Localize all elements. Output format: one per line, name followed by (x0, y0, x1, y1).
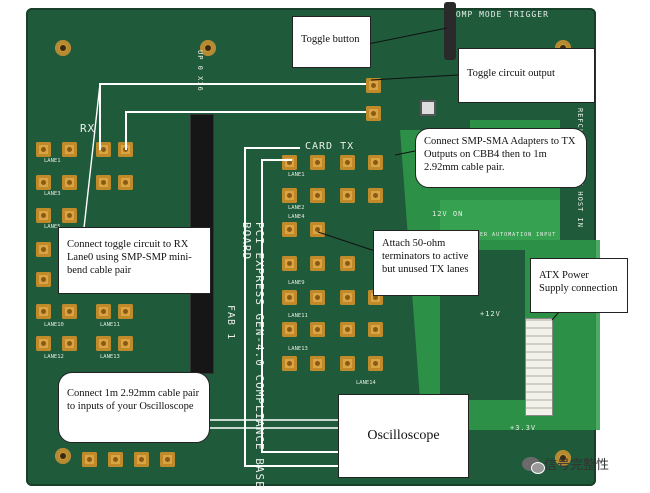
smp-connector (62, 142, 77, 157)
smp-connector (62, 175, 77, 190)
tx-lane-label: LANE14 (356, 380, 376, 386)
smp-connector (36, 272, 51, 287)
mounting-hole (555, 450, 571, 466)
smp-connector (310, 188, 325, 203)
smp-connector (36, 304, 51, 319)
smp-connector (368, 356, 383, 371)
tx-lane-label: LANE4 (288, 214, 305, 220)
callout-atx-power: ATX Power Supply connection (530, 258, 628, 313)
smp-connector (96, 175, 111, 190)
smp-connector (340, 322, 355, 337)
tx-lane-label: LANE9 (288, 280, 305, 286)
silk-12v-on: 12V ON (432, 210, 464, 218)
smp-connector (310, 155, 325, 170)
rx-lane-label: LANE1 (44, 158, 61, 164)
smp-connector (36, 175, 51, 190)
smp-connector (282, 356, 297, 371)
silk-12v: +12V (480, 310, 501, 318)
smp-connector (340, 256, 355, 271)
smp-connector (134, 452, 149, 467)
mounting-hole (200, 40, 216, 56)
atx-power-connector (525, 318, 553, 416)
tx-lane-label: LANE2 (288, 205, 305, 211)
mounting-hole (55, 40, 71, 56)
silk-card-tx: CARD TX (305, 141, 355, 152)
rx-lane-label: LANE3 (44, 191, 61, 197)
smp-connector (368, 155, 383, 170)
wechat-icon (522, 456, 545, 474)
tx-lane-label: LANE13 (288, 346, 308, 352)
smp-connector (160, 452, 175, 467)
smp-connector (36, 336, 51, 351)
smp-connector (62, 336, 77, 351)
toggle-output-connector (366, 78, 381, 93)
rx-lane-label: LANE10 (44, 322, 64, 328)
watermark: 信号完整性 (522, 454, 610, 474)
smp-connector (282, 188, 297, 203)
silk-power-auto: POWER AUTOMATION INPUT (468, 232, 557, 238)
toggle-output-connector (366, 106, 381, 121)
tx-lane-label: LANE1 (288, 172, 305, 178)
silk-comp-mode-trigger: COMP MODE TRIGGER (450, 10, 549, 19)
tx-lane-label: LANE11 (288, 313, 308, 319)
rx-lane-label: LANE12 (44, 354, 64, 360)
smp-connector (118, 175, 133, 190)
smp-connector (340, 155, 355, 170)
rx-lane-label: LANE11 (100, 322, 120, 328)
watermark-text: 信号完整性 (544, 458, 610, 473)
smp-connector (310, 256, 325, 271)
smp-connector (36, 208, 51, 223)
smp-connector (62, 304, 77, 319)
smp-connector (118, 336, 133, 351)
smp-connector (82, 452, 97, 467)
smp-connector (310, 322, 325, 337)
silk-3v3: +3.3V (510, 424, 537, 432)
smp-connector (310, 290, 325, 305)
push-button (420, 100, 436, 116)
rx-lane-label: LANE5 (44, 224, 61, 230)
smp-connector (340, 290, 355, 305)
smp-connector (96, 304, 111, 319)
silk-rx: RX (80, 122, 96, 135)
smp-connector (282, 256, 297, 271)
rx-lane-label: LANE13 (100, 354, 120, 360)
mounting-hole (55, 448, 71, 464)
silk-board-rev: FAB 1 (225, 305, 236, 341)
callout-attach-terminators: Attach 50-ohm terminators to active but … (373, 230, 479, 296)
callout-toggle-circuit-output: Toggle circuit output (458, 48, 595, 103)
callout-toggle-circuit-rx: Connect toggle circuit to RX Lane0 using… (58, 227, 211, 294)
silk-x16: UP 0 X16 (196, 50, 204, 92)
smp-connector (368, 322, 383, 337)
callout-oscilloscope: Oscilloscope (338, 394, 469, 478)
smp-connector (36, 142, 51, 157)
smp-connector (368, 188, 383, 203)
smp-connector (282, 322, 297, 337)
smp-connector (108, 452, 123, 467)
smp-connector (36, 242, 51, 257)
smp-connector (282, 155, 297, 170)
smp-connector (282, 222, 297, 237)
callout-smp-sma-adapters: Connect SMP-SMA Adapters to TX Outputs o… (415, 128, 587, 188)
smp-connector (310, 356, 325, 371)
smp-connector (340, 356, 355, 371)
smp-connector (118, 304, 133, 319)
smp-connector (62, 208, 77, 223)
smp-connector (340, 188, 355, 203)
callout-toggle-button: Toggle button (292, 16, 371, 68)
callout-oscilloscope-inputs: Connect 1m 2.92mm cable pair to inputs o… (58, 372, 210, 443)
smp-connector (282, 290, 297, 305)
toggle-switch (444, 2, 456, 60)
smp-connector (96, 336, 111, 351)
